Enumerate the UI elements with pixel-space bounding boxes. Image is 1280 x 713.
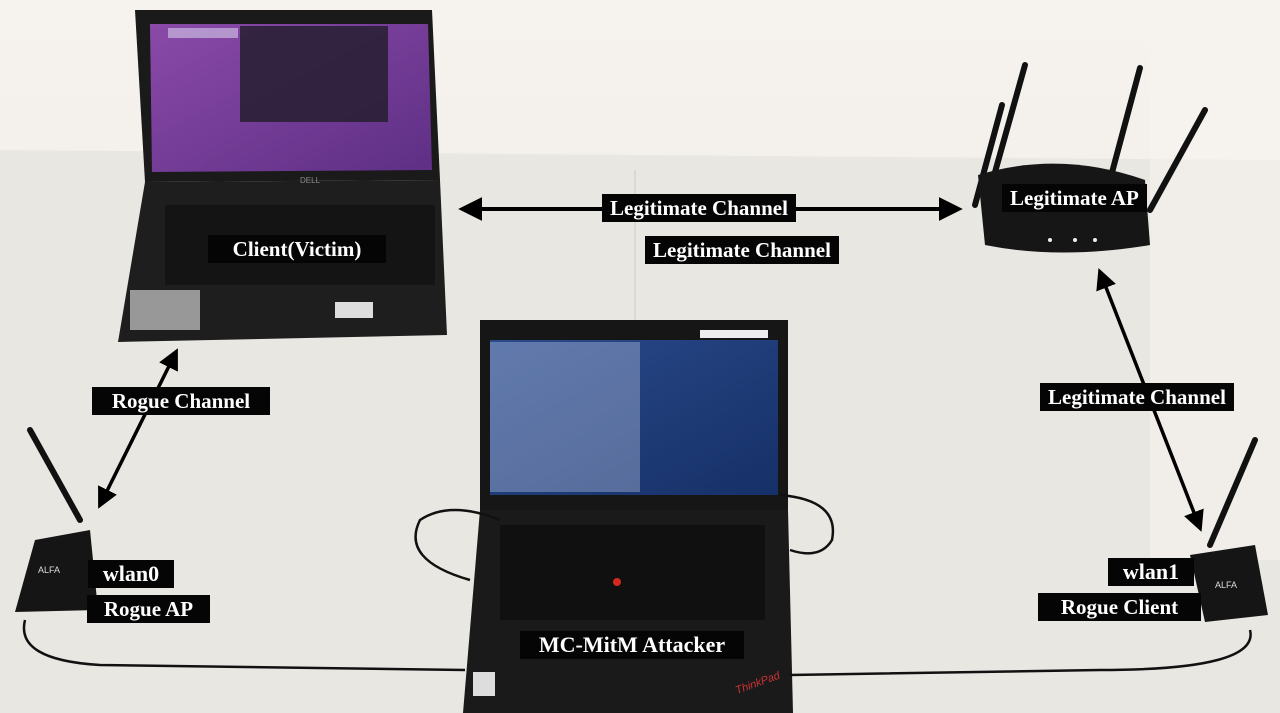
svg-text:ALFA: ALFA	[38, 565, 60, 575]
label-legitimate-channel-right: Legitimate Channel	[1040, 383, 1234, 411]
label-rogue-ap: Rogue AP	[87, 595, 210, 623]
right-adapter: ALFA	[1190, 437, 1268, 622]
arrow-rogue	[98, 348, 178, 509]
label-mc-mitm-attacker: MC-MitM Attacker	[520, 631, 744, 659]
svg-text:DELL: DELL	[300, 176, 321, 185]
label-rogue-channel: Rogue Channel	[92, 387, 270, 415]
label-rogue-client: Rogue Client	[1038, 593, 1201, 621]
svg-text:ALFA: ALFA	[1215, 580, 1237, 590]
attacker-laptop: ThinkPad	[463, 320, 793, 713]
label-client-victim: Client(Victim)	[208, 235, 386, 263]
victim-laptop: DELL	[118, 10, 447, 342]
label-legitimate-channel-middle: Legitimate Channel	[645, 236, 839, 264]
label-wlan0: wlan0	[88, 560, 174, 588]
label-legitimate-ap: Legitimate AP	[1002, 184, 1147, 212]
label-legitimate-channel-top: Legitimate Channel	[602, 194, 796, 222]
label-wlan1: wlan1	[1108, 558, 1194, 586]
left-adapter: ALFA	[15, 427, 98, 612]
